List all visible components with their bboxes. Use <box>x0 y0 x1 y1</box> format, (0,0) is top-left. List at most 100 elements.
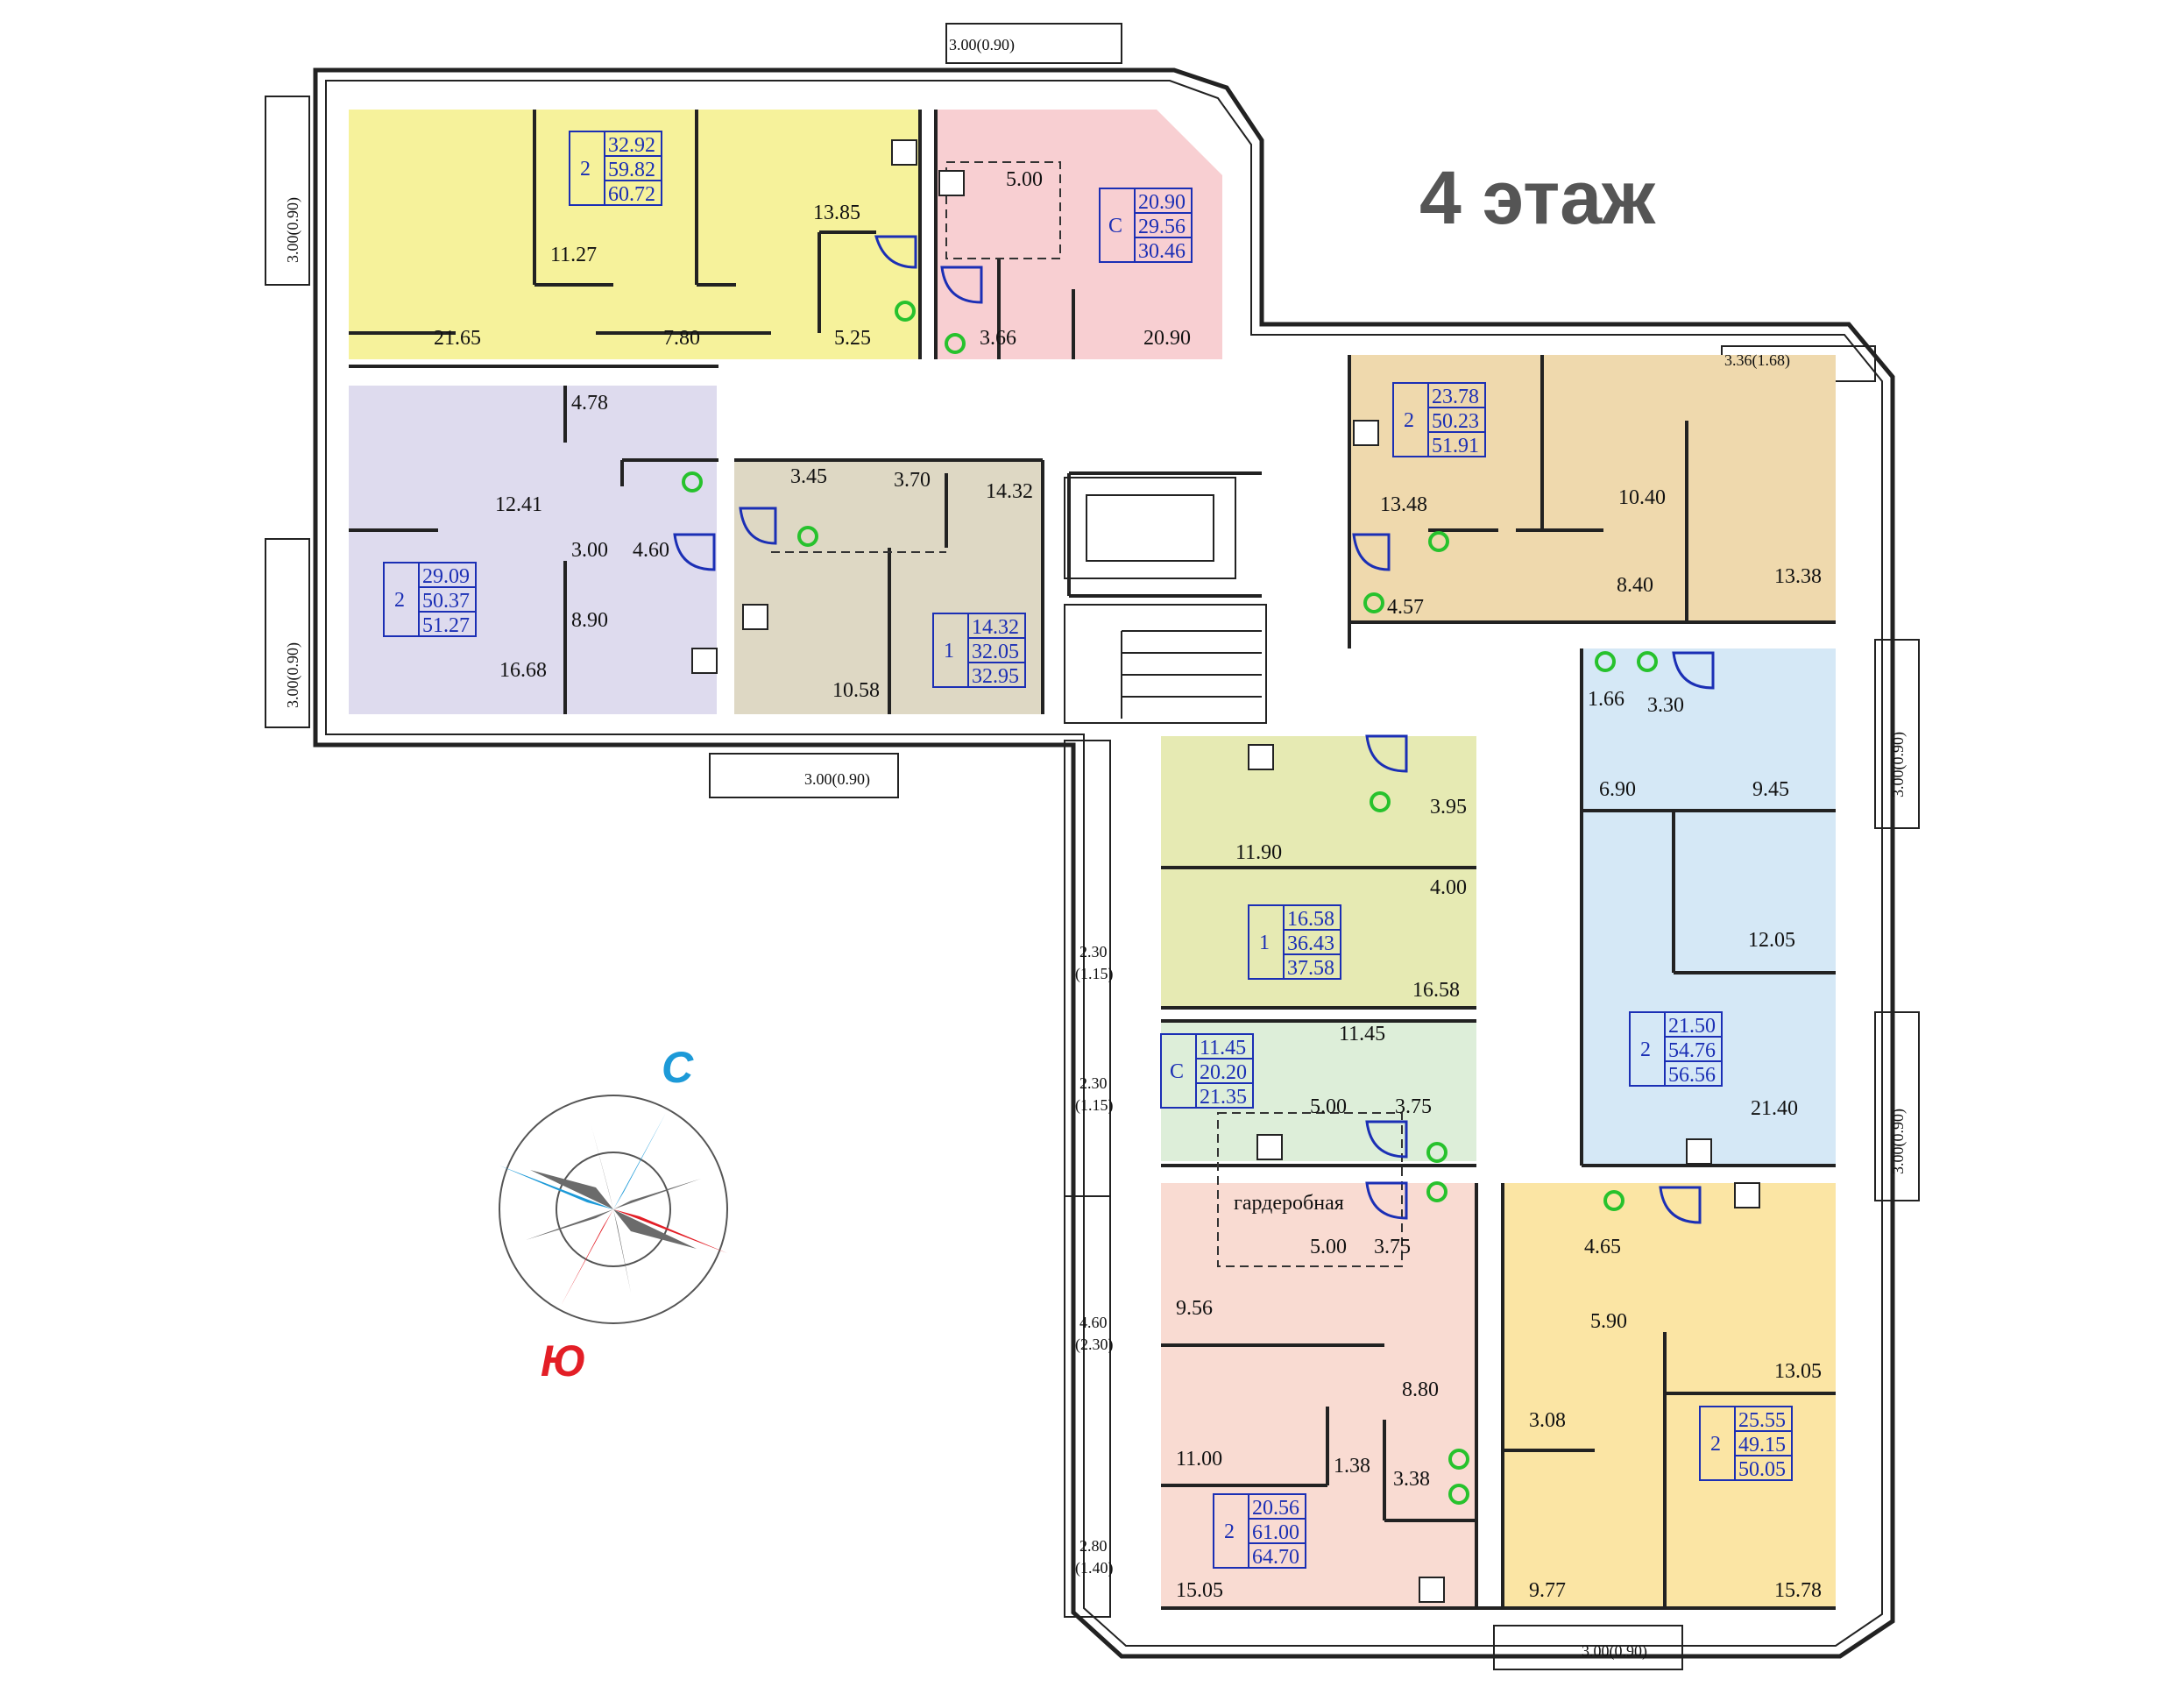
room-area: 11.45 <box>1339 1023 1385 1045</box>
side-balcony-area: 2.30 <box>1079 1074 1108 1092</box>
room-area: 21.65 <box>434 327 481 350</box>
apt-rooms: 2 <box>394 589 405 612</box>
fixtures <box>682 301 1658 1505</box>
room-area: 5.00 <box>1310 1236 1347 1258</box>
apt-total: 29.56 <box>1138 216 1186 238</box>
room-area: 6.90 <box>1599 778 1636 801</box>
wardrobe-label: гардеробная <box>1234 1192 1344 1215</box>
shower-fixtures <box>673 235 1715 1224</box>
shower-icon <box>1672 651 1715 690</box>
stove-icon <box>691 648 718 674</box>
apt-living: 14.32 <box>972 616 1019 639</box>
shower-icon <box>1659 1186 1702 1224</box>
apt-living: 29.09 <box>422 565 470 588</box>
apartment-info-boxes: 2 32.92 59.82 60.72 С 20.90 29.56 30.46 … <box>383 131 1793 1569</box>
compass-north: С <box>662 1043 694 1092</box>
toilet-icon <box>945 333 966 354</box>
stove-icon <box>1248 744 1274 770</box>
toilet-icon <box>895 301 916 322</box>
apt-total: 49.15 <box>1738 1434 1786 1456</box>
apt-rooms: 2 <box>580 158 591 181</box>
apt-total: 20.20 <box>1200 1061 1247 1084</box>
stove-icon <box>1419 1577 1445 1603</box>
apt-lavender-fill <box>349 386 717 714</box>
side-balcony-loggia: (1.40) <box>1075 1559 1114 1577</box>
balcony-label: 3.00(0.90) <box>949 36 1015 54</box>
room-area: 9.77 <box>1529 1579 1566 1602</box>
side-balcony-loggia: (1.15) <box>1075 965 1114 983</box>
balcony-label: 3.00(0.90) <box>284 642 302 708</box>
apt-lime-fill <box>1161 736 1476 1008</box>
compass-south: Ю <box>541 1336 586 1386</box>
apt-rooms: 2 <box>1710 1433 1721 1456</box>
stove-fixtures <box>691 139 1760 1603</box>
room-area: 4.60 <box>633 539 669 562</box>
room-area: 3.70 <box>894 469 931 492</box>
apt-living: 16.58 <box>1287 908 1334 931</box>
room-area: 4.00 <box>1430 876 1467 899</box>
apt-living: 23.78 <box>1432 386 1479 408</box>
room-area: 15.78 <box>1774 1579 1822 1602</box>
balcony-label: 3.00(0.90) <box>1889 732 1908 797</box>
side-balcony-loggia: (2.30) <box>1075 1336 1114 1354</box>
apt-rooms: 1 <box>1259 932 1270 954</box>
apt-total: 61.00 <box>1252 1521 1299 1544</box>
apt-rooms: 2 <box>1640 1038 1651 1061</box>
room-area: 10.40 <box>1618 486 1666 509</box>
apt-info: С 11.45 20.20 21.35 <box>1160 1033 1254 1109</box>
toilet-icon <box>1426 1142 1447 1163</box>
balcony-label: 3.00(0.90) <box>284 197 302 263</box>
side-balcony-area: 2.30 <box>1079 943 1108 960</box>
room-area: 14.32 <box>986 480 1033 503</box>
apt-gold-fill <box>1503 1183 1836 1608</box>
apt-full: 30.46 <box>1138 240 1186 263</box>
apt-info: 2 23.78 50.23 51.91 <box>1392 382 1486 457</box>
toilet-icon <box>1595 651 1616 672</box>
dashed-zones <box>771 161 1403 1267</box>
side-balcony-loggia: (1.15) <box>1075 1096 1114 1115</box>
shower-icon <box>1365 1120 1408 1159</box>
toilet-icon <box>682 471 703 493</box>
room-area: 13.05 <box>1774 1360 1822 1383</box>
room-area: 12.41 <box>495 493 542 516</box>
apt-rooms: 2 <box>1224 1520 1235 1543</box>
room-area: 21.40 <box>1751 1097 1798 1120</box>
room-area: 9.56 <box>1176 1297 1213 1320</box>
shower-icon <box>1365 1181 1408 1220</box>
apt-total: 54.76 <box>1668 1039 1716 1062</box>
room-area: 5.25 <box>834 327 871 350</box>
room-labels: 11.27 13.85 21.65 7.80 5.25 5.00 3.66 20… <box>434 168 1822 1602</box>
apt-full: 32.95 <box>972 665 1019 688</box>
stove-icon <box>1353 420 1379 446</box>
shower-icon <box>739 507 777 545</box>
toilet-icon <box>1428 531 1449 552</box>
apt-info: С 20.90 29.56 30.46 <box>1099 188 1193 263</box>
room-area: 11.90 <box>1235 841 1282 864</box>
apt-info: 2 29.09 50.37 51.27 <box>383 562 477 637</box>
stove-icon <box>1734 1182 1760 1208</box>
room-area: 1.66 <box>1588 688 1624 711</box>
room-area: 10.58 <box>832 679 880 702</box>
room-area: 12.05 <box>1748 929 1795 952</box>
apt-living: 11.45 <box>1200 1037 1246 1060</box>
apt-total: 36.43 <box>1287 932 1334 955</box>
toilet-icon <box>1603 1190 1624 1211</box>
room-area: 11.00 <box>1176 1448 1222 1471</box>
shower-icon <box>1365 734 1408 773</box>
stove-icon <box>1256 1134 1283 1160</box>
apt-full: 37.58 <box>1287 957 1334 980</box>
outer-wall <box>313 67 1895 1659</box>
side-balcony-area: 4.60 <box>1079 1314 1108 1331</box>
toilet-icon <box>797 526 818 547</box>
room-area: 3.75 <box>1374 1236 1411 1258</box>
room-area: 4.78 <box>571 392 608 415</box>
apt-info: 1 14.32 32.05 32.95 <box>932 613 1026 688</box>
toilet-icon <box>1370 791 1391 812</box>
floor-title: 4 этаж <box>1419 156 1656 240</box>
apt-full: 64.70 <box>1252 1546 1299 1569</box>
toilet-icon <box>1448 1449 1469 1470</box>
room-area: 4.57 <box>1387 596 1424 619</box>
apt-rooms: С <box>1108 215 1122 237</box>
stove-icon <box>891 139 917 166</box>
room-area: 16.58 <box>1412 979 1460 1002</box>
